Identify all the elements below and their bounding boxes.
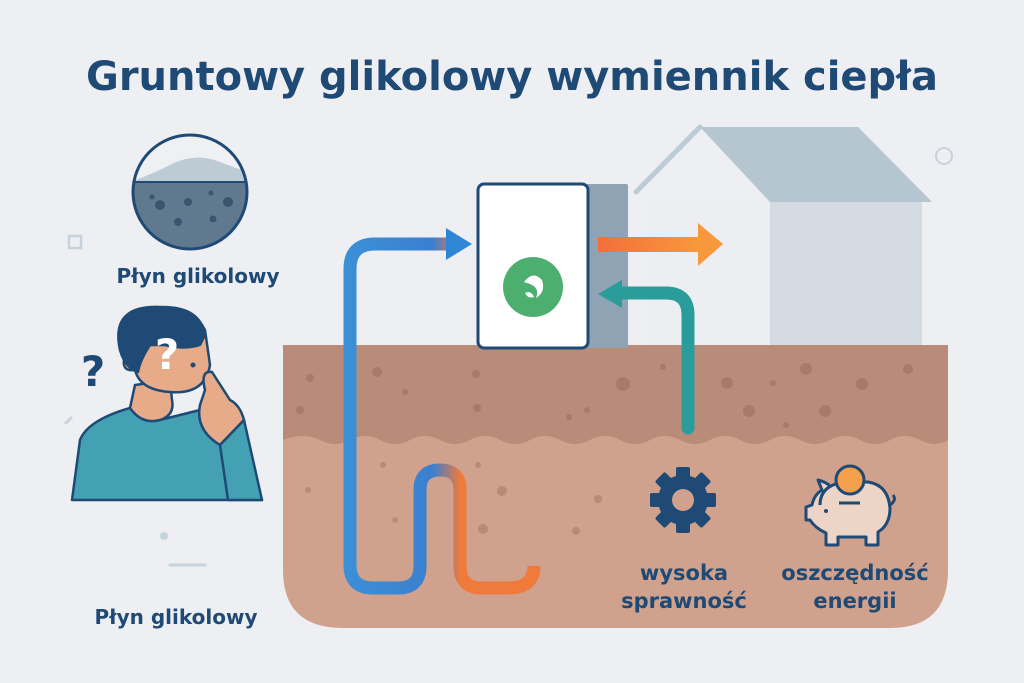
decor-square — [67, 234, 83, 250]
return-flow-arrow — [598, 280, 695, 435]
question-mark-blue: ? — [81, 347, 105, 396]
fluid-label-top: Płyn glikolowy — [117, 264, 280, 288]
person-eye — [190, 362, 196, 368]
decor-dot — [160, 532, 168, 540]
decor-dash — [64, 416, 73, 425]
decor-circle — [935, 147, 953, 165]
piggy-bank-icon — [804, 464, 896, 547]
benefit-1-line1: wysoka — [640, 561, 728, 585]
eco-badge-icon — [503, 257, 563, 317]
heat-output-arrow — [598, 223, 723, 266]
page-title: Gruntowy glikolowy wymiennik ciepła — [86, 54, 938, 100]
piggy-eye — [824, 509, 828, 513]
pipe-arrow-icon — [446, 228, 472, 260]
benefit-1-line2: sprawność — [621, 589, 747, 613]
glycol-fluid-icon — [131, 133, 249, 251]
question-mark-white: ? — [155, 330, 179, 379]
gear-icon — [650, 467, 716, 533]
ground-section — [283, 345, 948, 628]
benefit-2-line1: oszczędność — [781, 561, 928, 585]
ground-loop-pipe — [343, 237, 541, 595]
fluid-label-bottom: Płyn glikolowy — [95, 605, 258, 629]
house-illustration — [633, 124, 932, 347]
benefit-2-line2: energii — [813, 589, 896, 613]
thinking-person-illustration — [70, 305, 264, 502]
